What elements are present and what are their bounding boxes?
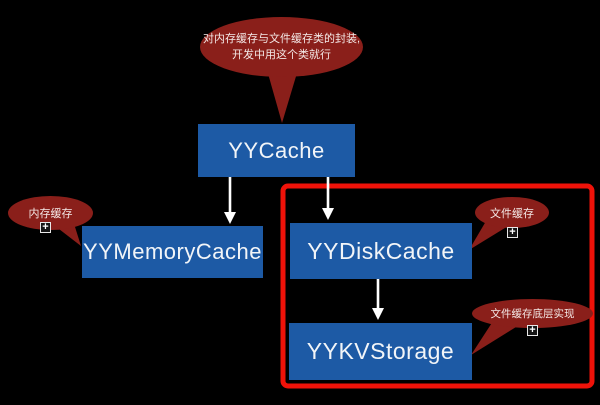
node-yykvstorage: YYKVStorage <box>289 323 472 380</box>
node-yydiskcache-label: YYDiskCache <box>307 237 455 264</box>
node-yycache-label: YYCache <box>228 137 325 163</box>
arrow-cache-to-disk <box>322 177 334 220</box>
node-yymemorycache: YYMemoryCache <box>82 226 263 278</box>
expand-icon[interactable]: + <box>507 227 518 238</box>
arrow-cache-to-memory <box>224 177 236 224</box>
node-yymemorycache-label: YYMemoryCache <box>83 239 262 264</box>
expand-icon[interactable]: + <box>40 222 51 233</box>
arrow-disk-to-kv <box>372 278 384 320</box>
callout-memory-label: 内存缓存 <box>28 208 73 220</box>
callout-kv: 文件缓存底层实现 <box>472 299 593 328</box>
node-yycache: YYCache <box>198 124 355 177</box>
callout-disk: 文件缓存 <box>475 197 549 228</box>
highlight-rect <box>280 183 595 389</box>
expand-icon[interactable]: + <box>527 325 538 336</box>
callout-top-line1: 对内存缓存与文件缓存类的封装, <box>202 33 361 45</box>
node-yykvstorage-label: YYKVStorage <box>306 338 455 364</box>
callout-kv-label: 文件缓存底层实现 <box>490 308 575 320</box>
node-yydiskcache: YYDiskCache <box>290 223 472 279</box>
callout-disk-label: 文件缓存 <box>490 207 534 220</box>
callout-top-tail-shape <box>267 70 297 123</box>
callout-top-line2: 开发中用这个类就行 <box>232 49 331 61</box>
callout-top: 对内存缓存与文件缓存类的封装, 开发中用这个类就行 <box>200 17 363 77</box>
